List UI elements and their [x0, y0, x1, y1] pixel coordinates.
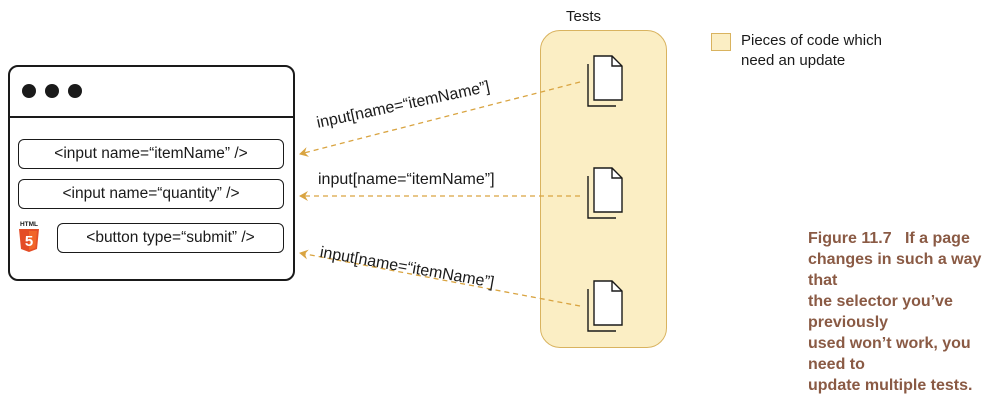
legend-line: need an update [741, 52, 846, 69]
test-file-icon [587, 280, 623, 332]
html5-icon: HTML 5 [19, 221, 39, 252]
selector-arrow [299, 249, 581, 307]
selector-arrow [299, 81, 581, 157]
window-dot-icon [22, 84, 36, 98]
html5-badge-glyph: 5 [25, 233, 33, 250]
window-dot-icon [45, 84, 59, 98]
item-name-input-code: <input name=“itemName” /> [18, 139, 284, 169]
test-file-icon [587, 55, 623, 107]
figure-number: Figure 11.7 [808, 230, 892, 247]
caption-line: update multiple tests. [808, 377, 973, 394]
caption-line: If a page [904, 230, 970, 247]
window-dot-icon [68, 84, 82, 98]
html5-badge-text: HTML [20, 221, 38, 228]
caption-line: used won’t work, you need to [808, 335, 971, 373]
quantity-input-code: <input name=“quantity” /> [18, 179, 284, 209]
caption-line: changes in such a way that [808, 251, 982, 289]
connector-layer [299, 55, 623, 332]
legend-line: Pieces of code which [741, 32, 882, 49]
test-file-icon [587, 167, 623, 219]
caption-line: the selector you’ve previously [808, 293, 953, 331]
tests-title: Tests [566, 8, 602, 25]
figure-caption: Figure 11.7 If a page changes in such a … [808, 228, 994, 396]
selector-label: input[name=“itemName”] [318, 171, 495, 188]
legend-label: Pieces of code which need an update [741, 31, 941, 71]
submit-button-code: <button type=“submit” /> [57, 223, 284, 253]
window-title-bar-divider [8, 116, 295, 118]
legend-swatch [711, 33, 731, 51]
